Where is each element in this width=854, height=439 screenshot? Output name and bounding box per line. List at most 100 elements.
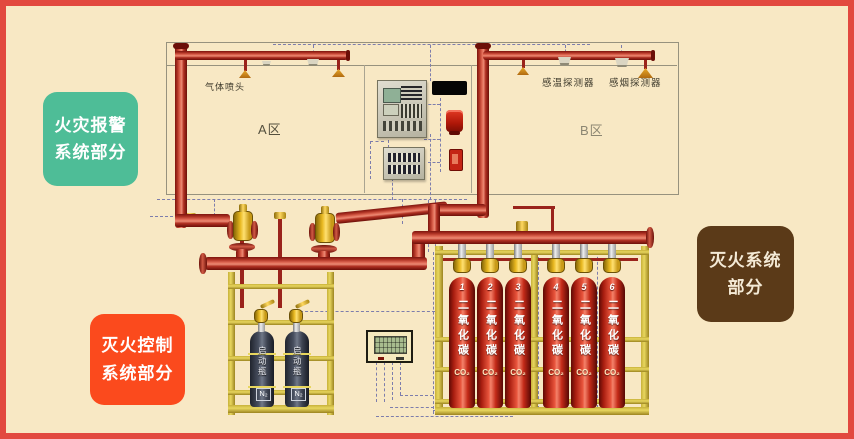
- bottle-neck: [258, 322, 265, 332]
- co2-rack-rail: [435, 399, 649, 404]
- relief-line: [513, 206, 555, 209]
- fire-alarm-section-tag: 火灾报警 系统部分: [43, 92, 138, 186]
- n2-rack-rail: [228, 320, 334, 325]
- display-sign: [432, 81, 467, 95]
- heat-detector-label: 感温探测器: [542, 78, 595, 89]
- valve-flange: [227, 221, 234, 239]
- n2-rack-post: [228, 272, 235, 415]
- cylinder-group-wire: [376, 416, 513, 417]
- co2-rack-post: [641, 246, 649, 415]
- fire-alarm-panel: [377, 80, 427, 138]
- valve-lever-icon: [294, 299, 311, 309]
- gas-nozzle-label: 气体喷头: [205, 82, 246, 92]
- cylinder-number: 5: [581, 282, 587, 292]
- tag-line: 部分: [727, 278, 764, 297]
- panel-screen: [383, 88, 401, 103]
- co2-cylinder: [571, 277, 597, 408]
- wire-terminal: [370, 141, 384, 142]
- cylinder-number: 6: [609, 282, 615, 292]
- pipe-cap: [173, 43, 189, 49]
- cylinder-connector: [552, 243, 560, 260]
- nozzle-stem: [522, 60, 525, 68]
- extinguish-system-section-tag: 灭火系统 部分: [697, 226, 794, 322]
- main-manifold-pipe: [205, 257, 427, 270]
- field-wire-run: [157, 199, 467, 200]
- wire-bell: [424, 104, 440, 105]
- cylinder-connector: [580, 243, 588, 260]
- keypad-indicator: [396, 357, 404, 360]
- relief-line: [551, 206, 554, 232]
- keypad-wire: [400, 395, 433, 396]
- sprinkler-icon: [517, 67, 529, 75]
- detector-icon: [262, 61, 271, 66]
- call-point-window: [452, 154, 458, 164]
- cylinder-label: 二氧化碳: [456, 299, 469, 359]
- cylinder-number: 1: [459, 282, 465, 292]
- wall-divider-right: [471, 65, 472, 193]
- n2-formula: N₂: [291, 388, 306, 401]
- nozzle-stem: [244, 60, 247, 71]
- co2-collecting-pipe: [412, 231, 650, 244]
- pipe-cap: [475, 43, 491, 49]
- co2-cylinder: [449, 277, 475, 408]
- zone-a-riser-pipe: [175, 46, 187, 228]
- sprinkler-icon: [239, 70, 251, 78]
- manual-call-point-icon: [449, 149, 463, 171]
- pilot-control-wire: [300, 311, 435, 312]
- tag-line: 火灾报警: [54, 115, 127, 135]
- alarm-bell-base: [449, 131, 460, 135]
- zone-a-label: A区: [258, 122, 282, 137]
- cylinder-label: 二氧化碳: [512, 299, 525, 359]
- cylinder-formula: CO₂: [548, 368, 564, 377]
- cylinder-number: 3: [515, 282, 521, 292]
- co2-cylinder: [543, 277, 569, 408]
- panel-led-block: [401, 86, 422, 102]
- cylinder-label: 二氧化碳: [484, 299, 497, 359]
- co2-rack-post: [435, 246, 443, 415]
- co2-rack-rail: [435, 367, 649, 372]
- wire-bell: [424, 139, 440, 140]
- cylinder-valve-icon: [509, 258, 527, 273]
- valve-flange: [251, 221, 258, 239]
- panel-button-row: [383, 121, 422, 131]
- relief-valve-icon: [516, 221, 528, 232]
- sprinkler-icon: [332, 69, 345, 77]
- co2-rack-post: [531, 250, 538, 410]
- riser-elbow-pipe: [428, 204, 486, 216]
- cylinder-formula: CO₂: [454, 368, 470, 377]
- n2-bottle-label: 启动瓶: [257, 346, 268, 378]
- cylinder-label: 二氧化碳: [578, 299, 591, 359]
- n2-rack-rail: [228, 284, 334, 289]
- n2-rack-rail: [228, 356, 334, 361]
- manifold-end-flange: [646, 227, 654, 248]
- bottle-strap: [283, 386, 311, 388]
- cylinder-formula: CO₂: [576, 368, 592, 377]
- wire-riser: [392, 178, 393, 200]
- cylinder-connector: [458, 243, 466, 260]
- riser-elbow-pipe: [175, 214, 230, 227]
- sprinkler-icon: [638, 68, 653, 78]
- pipe-cap: [651, 50, 655, 61]
- zone-b-riser-pipe: [477, 46, 489, 218]
- wire-stub: [214, 199, 215, 216]
- keypad-wire: [390, 407, 434, 408]
- terminal-keys: [388, 153, 420, 162]
- terminal-keys: [388, 165, 420, 174]
- keypad-indicator: [378, 357, 384, 360]
- extinguish-control-section-tag: 灭火控制 系统部分: [90, 314, 185, 405]
- detector-loop-wire: [273, 44, 590, 45]
- panel-display2: [383, 104, 399, 116]
- valve-stem: [239, 204, 247, 212]
- manifold-end-flange: [199, 253, 207, 274]
- valve-flange: [333, 223, 340, 241]
- wire-drop: [430, 45, 431, 81]
- zone-a-ceiling-pipe: [175, 51, 348, 60]
- smoke-detector-icon: [615, 58, 629, 67]
- bottle-strap: [248, 386, 276, 388]
- cylinder-connector: [486, 243, 494, 260]
- panel-button-grid: [401, 104, 422, 118]
- co2-rack-base: [435, 407, 649, 415]
- cylinder-label: 二氧化碳: [550, 299, 563, 359]
- nozzle-stem: [644, 60, 647, 69]
